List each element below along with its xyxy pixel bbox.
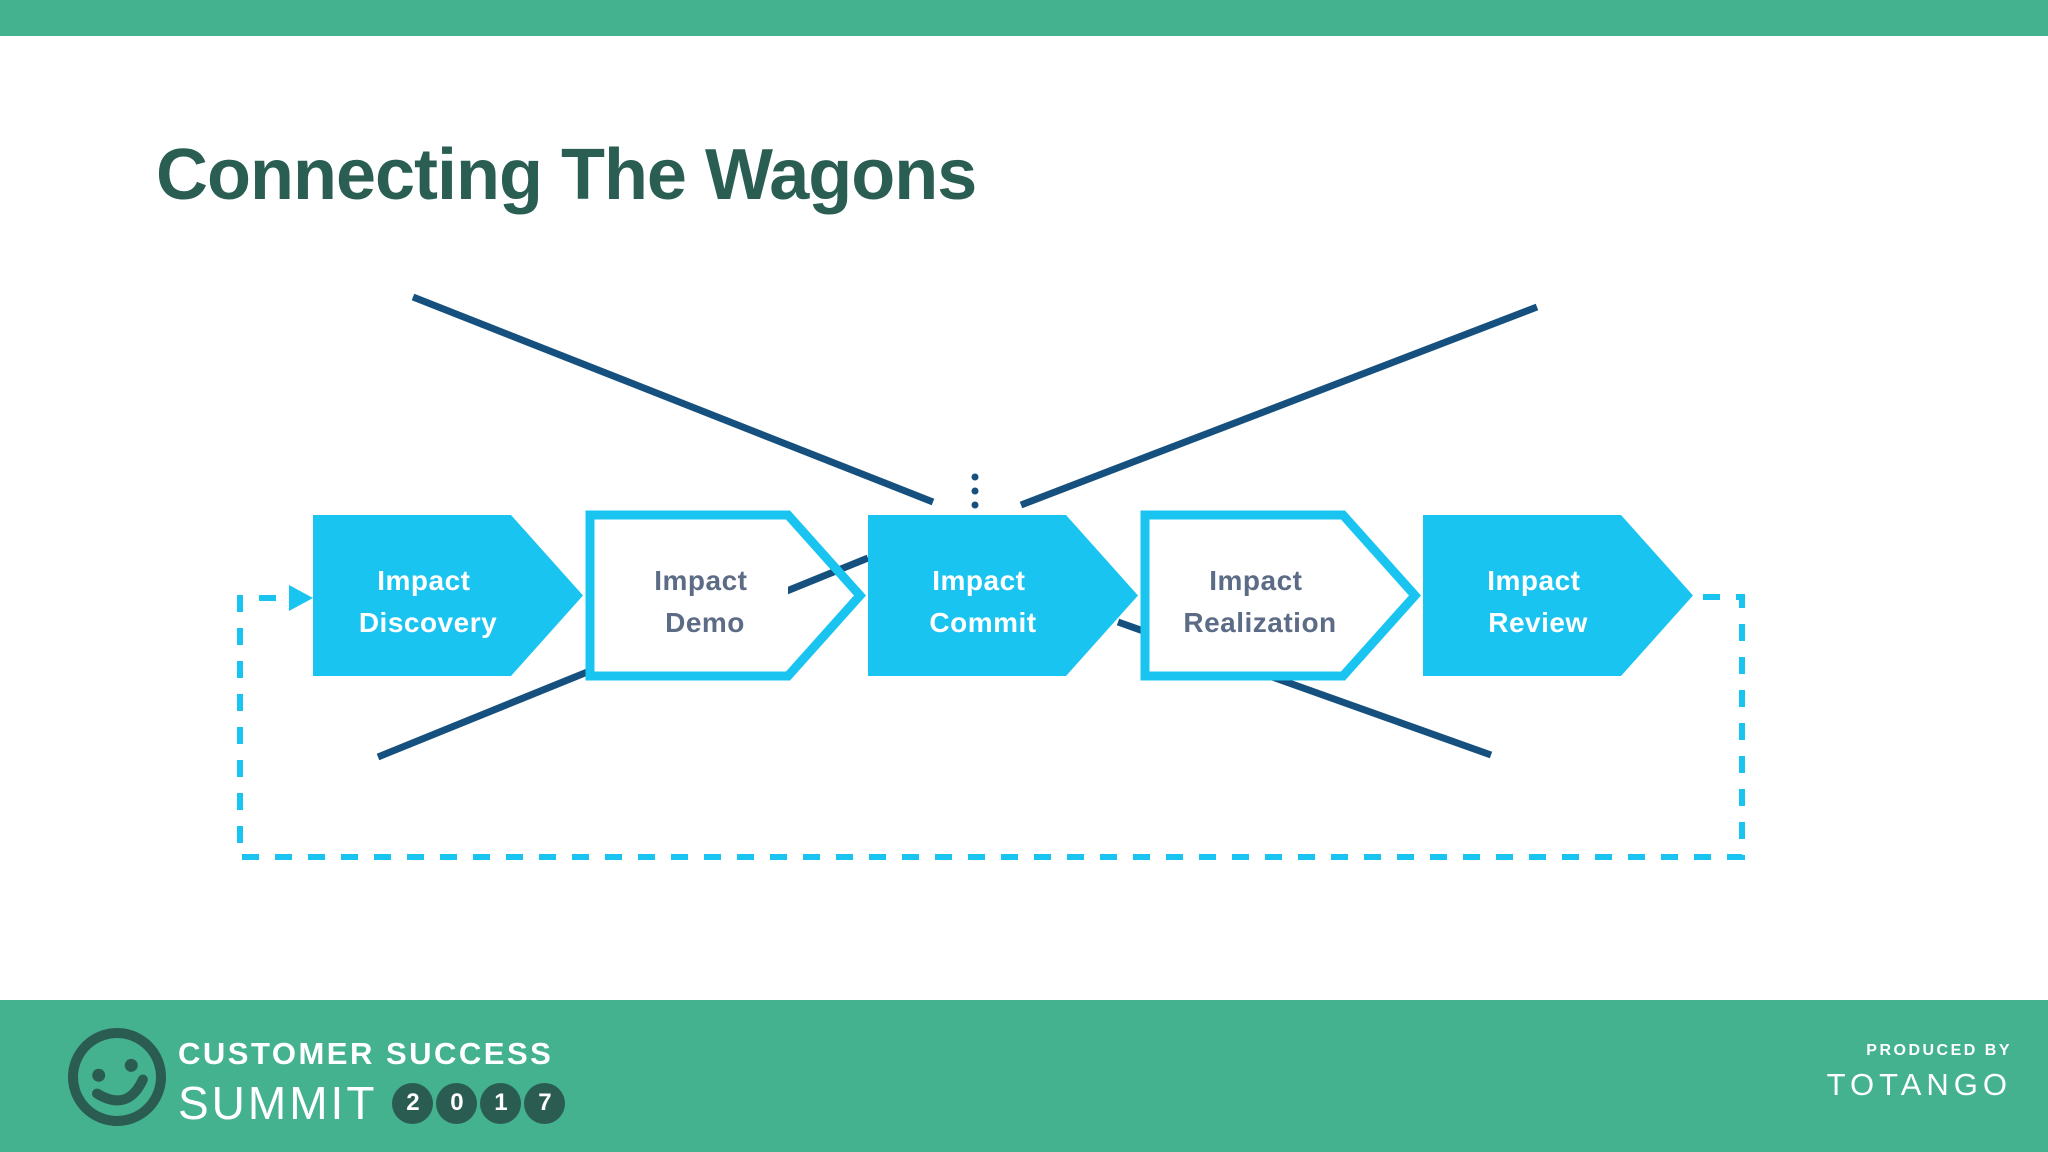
stage-label-line2: Review — [1488, 607, 1588, 638]
producer-name: TOTANGO — [1826, 1067, 2012, 1102]
stage-shape — [868, 515, 1138, 676]
stage-impact-review: Impact Review — [1423, 515, 1693, 676]
stage-body-fill — [590, 515, 788, 676]
event-brand: CUSTOMER SUCCESS SUMMIT 2 0 1 7 — [178, 1036, 566, 1129]
stage-label-line1: Impact — [1487, 565, 1580, 596]
stage-label-line2: Discovery — [359, 607, 497, 638]
feedback-loop — [237, 585, 1745, 860]
smiley-icon — [68, 1028, 166, 1126]
brand-line2: SUMMIT — [178, 1077, 378, 1129]
loop-arrowhead-icon — [289, 585, 313, 611]
stage-body-fill — [1145, 515, 1343, 676]
stage-impact-demo: Impact Demo — [585, 510, 867, 681]
stage-label: Impact Review — [1487, 565, 1589, 638]
ellipsis-dot — [971, 487, 979, 495]
stage-label-line1: Impact — [1209, 565, 1302, 596]
stage-label-line1: Impact — [377, 565, 470, 596]
year-digit-badge: 2 — [392, 1082, 434, 1124]
brand-line1: CUSTOMER SUCCESS — [178, 1036, 554, 1071]
stage-impact-discovery: Impact Discovery — [313, 515, 583, 676]
year-digit-badge: 1 — [480, 1082, 522, 1124]
footer-bar: CUSTOMER SUCCESS SUMMIT 2 0 1 7 PRODUCED… — [0, 1000, 2048, 1152]
stage-impact-commit: Impact Commit — [868, 515, 1138, 676]
stage-label-line2: Commit — [929, 607, 1036, 638]
stage-shape — [1140, 510, 1422, 681]
stage-shape — [313, 515, 583, 676]
ellipsis-dots — [971, 473, 979, 509]
stage-label: Impact Commit — [929, 565, 1036, 638]
stage-label: Impact Realization — [1183, 565, 1336, 638]
ellipsis-dot — [971, 501, 979, 509]
stage-label-line2: Realization — [1183, 607, 1336, 638]
stage-shape — [585, 510, 867, 681]
connector-line-top-left — [411, 293, 935, 506]
brand-line2-row: SUMMIT 2 0 1 7 — [178, 1077, 566, 1129]
stage-label: Impact Demo — [654, 565, 756, 638]
produced-by-block: PRODUCED BY TOTANGO — [1827, 1042, 2012, 1103]
ellipsis-dot — [971, 473, 979, 481]
year-badges: 2 0 1 7 — [389, 1082, 566, 1124]
top-accent-bar — [0, 0, 2048, 36]
page-title: Connecting The Wagons — [156, 135, 977, 215]
stage-label: Impact Discovery — [359, 565, 497, 638]
produced-by-label: PRODUCED BY — [1866, 1042, 2012, 1059]
stage-label-line1: Impact — [932, 565, 1025, 596]
year-digit-badge: 0 — [436, 1082, 478, 1124]
stage-label-line2: Demo — [665, 607, 745, 638]
stage-label-line1: Impact — [654, 565, 747, 596]
stage-shape — [1423, 515, 1693, 676]
year-digit-badge: 7 — [524, 1082, 566, 1124]
connector-line-top-right — [1019, 303, 1539, 509]
stage-impact-realization: Impact Realization — [1140, 510, 1422, 681]
